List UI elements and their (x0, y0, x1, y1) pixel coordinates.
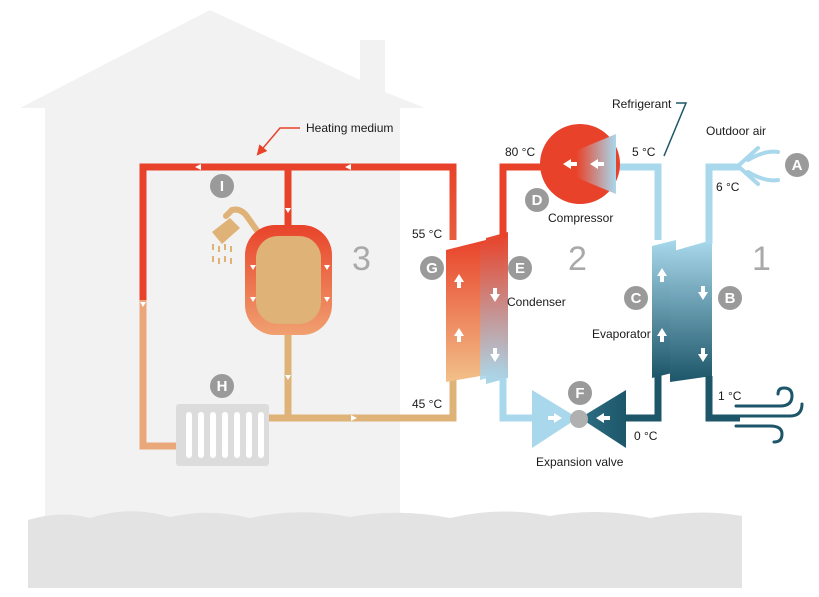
house-silhouette (20, 10, 425, 560)
marker-a: A (785, 153, 809, 177)
compressor-label: Compressor (548, 211, 613, 225)
svg-text:B: B (725, 290, 736, 307)
refrigerant-label: Refrigerant (612, 97, 672, 111)
svg-text:F: F (575, 385, 584, 402)
zone-number-1: 1 (752, 240, 771, 278)
svg-text:A: A (792, 157, 803, 174)
air-intake-icon (736, 146, 780, 186)
wind-icon (734, 386, 804, 444)
compressor (540, 124, 620, 204)
zone-number-3: 3 (352, 240, 371, 278)
heating-medium-pointer (256, 127, 300, 156)
temp-1-label: 1 °C (718, 389, 742, 403)
temp-45-label: 45 °C (412, 397, 442, 411)
temp-55-label: 55 °C (412, 227, 442, 241)
svg-text:I: I (220, 178, 224, 195)
evaporator-label: Evaporator (592, 327, 651, 341)
temp-80-label: 80 °C (505, 145, 535, 159)
svg-text:D: D (532, 192, 543, 209)
condenser (446, 232, 508, 384)
marker-e: E (508, 256, 532, 280)
radiator (176, 404, 269, 466)
outdoor-air-label: Outdoor air (706, 124, 766, 138)
marker-g: G (420, 256, 444, 280)
svg-text:C: C (631, 290, 642, 307)
marker-c: C (624, 286, 648, 310)
marker-d: D (525, 188, 549, 212)
marker-i: I (210, 174, 234, 198)
refrigerant-circuit (499, 163, 662, 422)
temp-0-label: 0 °C (634, 429, 658, 443)
expansion-valve (532, 390, 626, 448)
temp-5-label: 5 °C (632, 145, 656, 159)
temp-6-label: 6 °C (716, 180, 740, 194)
marker-b: B (718, 286, 742, 310)
condenser-label: Condenser (507, 295, 566, 309)
refrigerant-pointer (663, 102, 688, 157)
svg-text:E: E (515, 260, 525, 277)
marker-f: F (568, 381, 592, 405)
ground (28, 511, 742, 588)
evaporator (652, 240, 712, 382)
shower-head-icon (212, 218, 240, 264)
svg-text:H: H (217, 378, 228, 395)
outdoor-air-circuit (705, 163, 741, 422)
svg-text:G: G (426, 260, 438, 277)
marker-h: H (210, 374, 234, 398)
heating-medium-label: Heating medium (306, 121, 393, 135)
expansion-valve-label: Expansion valve (536, 455, 624, 469)
zone-number-2: 2 (568, 240, 587, 278)
flow-arrows-heating (140, 164, 357, 421)
hot-water-tank (245, 225, 332, 335)
